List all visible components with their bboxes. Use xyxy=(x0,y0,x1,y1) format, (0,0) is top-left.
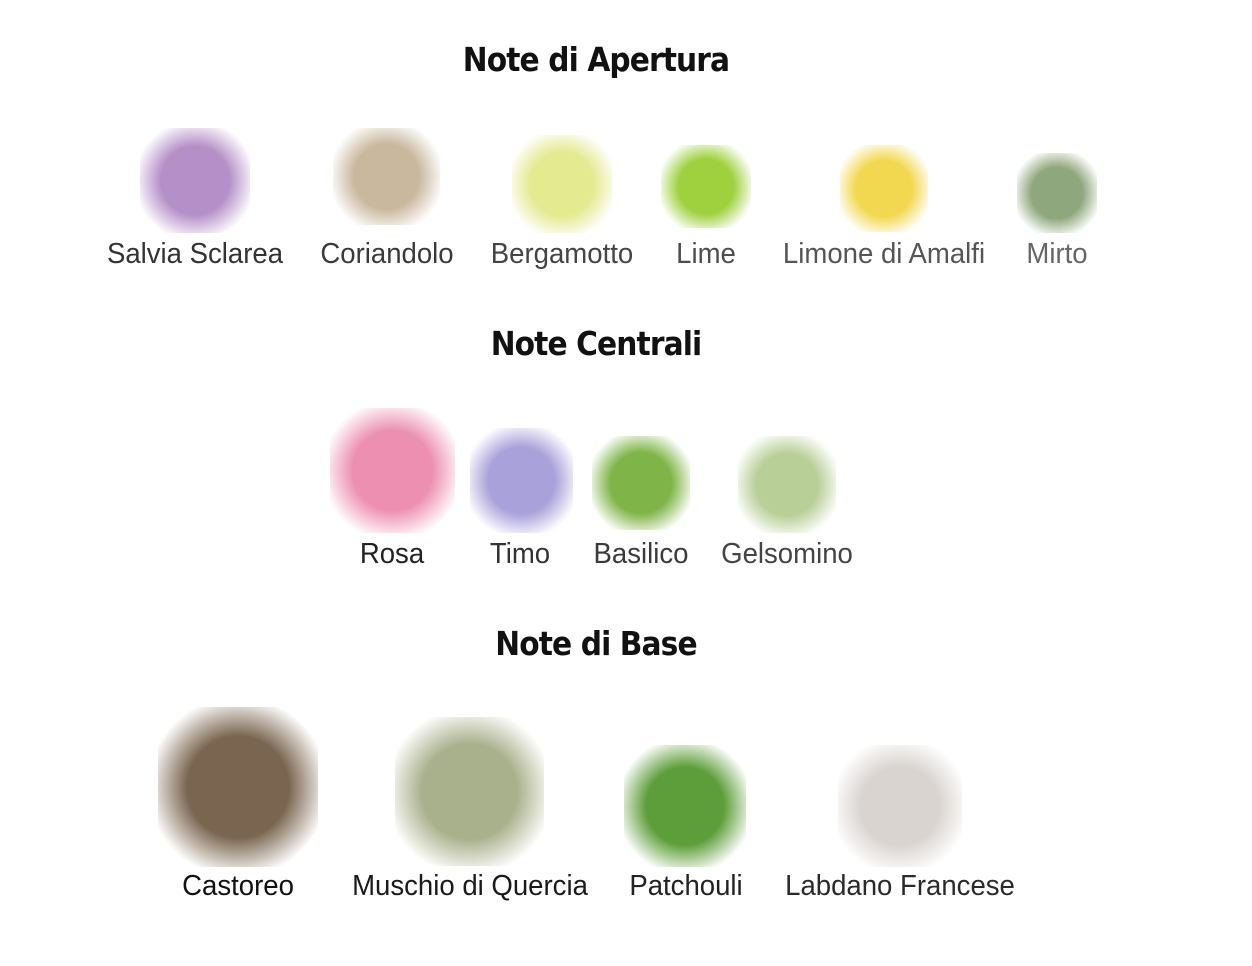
note-label[interactable]: Mirto xyxy=(1026,238,1088,270)
section-title-base: Note di Base xyxy=(495,624,697,663)
labdanum-image[interactable] xyxy=(838,745,962,867)
note-label[interactable]: Gelsomino xyxy=(721,538,853,570)
note-label[interactable]: Limone di Amalfi xyxy=(782,238,986,270)
note-label[interactable]: Rosa xyxy=(359,538,425,570)
basil-image[interactable] xyxy=(592,436,690,530)
rose-image[interactable] xyxy=(330,408,455,533)
note-label[interactable]: Labdano Francese xyxy=(785,870,1015,902)
note-label[interactable]: Patchouli xyxy=(629,870,743,902)
thyme-image[interactable] xyxy=(470,428,573,533)
lime-image[interactable] xyxy=(661,145,751,228)
note-label[interactable]: Bergamotto xyxy=(490,238,634,270)
note-label[interactable]: Lime xyxy=(676,238,736,270)
castoreum-image[interactable] xyxy=(158,707,318,867)
oakmoss-image[interactable] xyxy=(395,717,544,866)
note-label[interactable]: Muschio di Quercia xyxy=(352,870,588,902)
bergamot-image[interactable] xyxy=(512,135,612,233)
note-label[interactable]: Castoreo xyxy=(182,870,294,902)
clary-sage-image[interactable] xyxy=(140,128,250,233)
patchouli-image[interactable] xyxy=(624,745,746,867)
note-label[interactable]: Coriandolo xyxy=(320,238,454,270)
myrtle-image[interactable] xyxy=(1017,153,1097,233)
jasmine-image[interactable] xyxy=(738,436,836,533)
note-label[interactable]: Salvia Sclarea xyxy=(106,238,284,270)
section-title-top: Note di Apertura xyxy=(462,40,730,79)
note-label[interactable]: Timo xyxy=(489,538,551,570)
note-label[interactable]: Basilico xyxy=(593,538,689,570)
section-title-middle: Note Centrali xyxy=(490,324,702,363)
coriander-image[interactable] xyxy=(333,128,440,225)
amalfi-lemon-image[interactable] xyxy=(840,145,928,232)
